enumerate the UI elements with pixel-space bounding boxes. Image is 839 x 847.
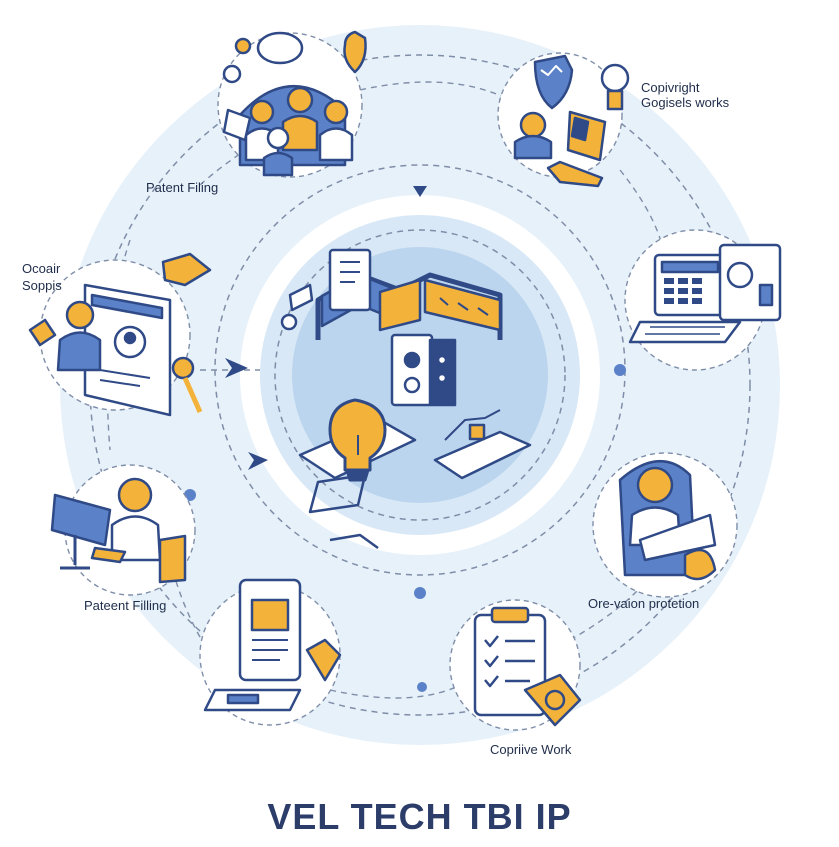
tablet-document-icon <box>203 578 342 712</box>
node-dot <box>184 489 196 501</box>
node-dot <box>614 364 626 376</box>
innovation-protection-label: Ore-vaion protetion <box>588 596 700 611</box>
laptop-dashboard-icon <box>628 243 782 344</box>
copyright-label-line2: Gogisels works <box>641 95 730 110</box>
chevron-right-icon <box>248 452 268 470</box>
node-dot <box>414 587 426 599</box>
ocoair-label-line1: Ocoair <box>22 261 61 276</box>
copyright-label: Copivright Gogisels works <box>641 80 729 110</box>
person-at-desk-icon <box>50 477 187 584</box>
ocoair-label-line2: Soppis <box>22 278 62 293</box>
inner-ring-dash <box>274 229 566 521</box>
person-with-laptop-icon <box>618 460 717 581</box>
chevron-right-icon <box>225 358 248 378</box>
page-title: VEL TECH TBI IP <box>267 796 572 837</box>
team-brainstorm-icon <box>222 30 367 177</box>
center-workspace-icon <box>280 248 532 550</box>
patent-filing-bottom-label: Pateent Filling <box>84 598 167 613</box>
copyright-label-line1: Copivright <box>641 80 700 95</box>
checklist-clipboard-icon <box>473 606 582 727</box>
presentation-board-icon <box>28 252 212 417</box>
copyright-shield-icon <box>513 54 630 188</box>
creative-work-label: Copriive Work <box>490 742 572 757</box>
connector-bottom <box>329 679 471 699</box>
ocoair-label: Ocoair Soppis <box>22 260 62 294</box>
patent-filing-top-label: Patent Filing <box>146 180 219 195</box>
lightbulb-icon <box>328 398 387 482</box>
connector-top-right <box>359 81 511 101</box>
node-dot <box>417 682 427 692</box>
chevron-down-icon <box>413 186 427 197</box>
